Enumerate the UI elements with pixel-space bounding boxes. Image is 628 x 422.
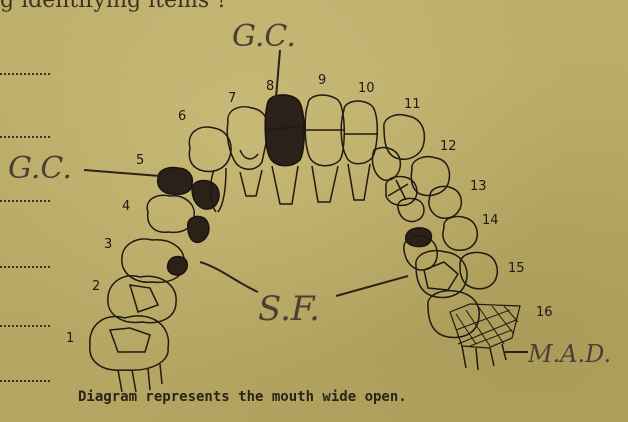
tooth-number-7: 7 (228, 91, 236, 106)
tooth-1 (90, 316, 169, 392)
annotation-gc-left: G.C. (8, 151, 72, 186)
tooth-number-1: 1 (66, 331, 74, 346)
tooth-number-14: 14 (482, 213, 499, 228)
tooth-16 (428, 291, 520, 370)
tooth-7 (227, 107, 268, 196)
tooth-11 (372, 115, 424, 181)
tooth-15 (416, 251, 497, 298)
tooth-number-5: 5 (136, 153, 144, 168)
tooth-number-16: 16 (536, 305, 553, 320)
annotation-gc-top: G.C. (232, 19, 296, 54)
annotation-mad: M.A.D. (527, 340, 611, 368)
diagram-caption: Diagram represents the mouth wide open. (78, 389, 407, 405)
tooth-8 (265, 95, 304, 204)
tooth-12 (386, 157, 450, 206)
tooth-number-2: 2 (92, 279, 100, 294)
tooth-number-4: 4 (122, 199, 130, 214)
tooth-number-8: 8 (266, 79, 274, 94)
tooth-number-13: 13 (470, 179, 487, 194)
tooth-number-15: 15 (508, 261, 525, 276)
tooth-number-12: 12 (440, 139, 457, 154)
tooth-9 (305, 95, 344, 202)
annotation-sf: S.F. (258, 289, 320, 329)
tooth-number-10: 10 (358, 81, 375, 96)
tooth-number-3: 3 (104, 237, 112, 252)
tooth-number-9: 9 (318, 73, 326, 88)
tooth-number-6: 6 (178, 109, 186, 124)
tooth-10 (341, 101, 378, 200)
tooth-14 (404, 216, 477, 270)
tooth-number-11: 11 (404, 97, 421, 112)
